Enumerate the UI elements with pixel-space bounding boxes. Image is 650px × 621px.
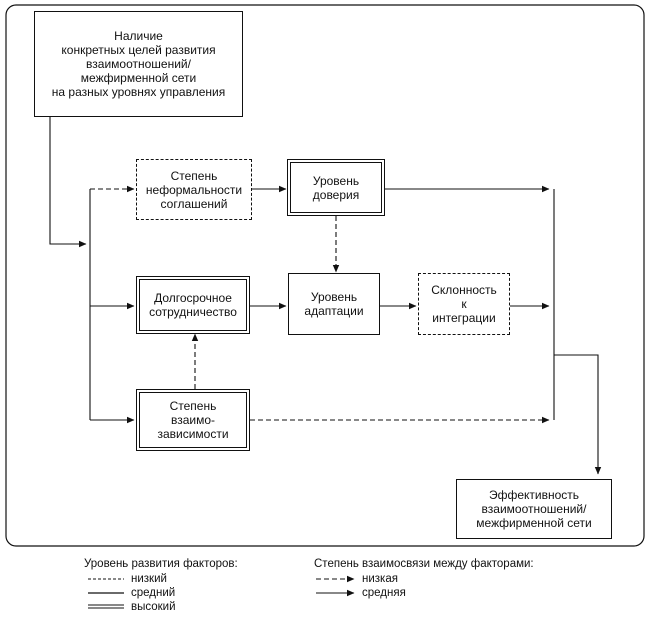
legend-levels-high: высокий xyxy=(131,601,176,613)
legend-links-medium: средняя xyxy=(362,587,406,599)
legend-links-low: низкая xyxy=(362,573,398,585)
node-interdependence: Степень взаимо- зависимости xyxy=(136,389,250,451)
node-longterm: Долгосрочное сотрудничество xyxy=(136,276,250,334)
node-trust: Уровень доверия xyxy=(287,159,385,216)
legend-levels-medium: средний xyxy=(131,587,176,599)
node-integration: Склонность к интеграции xyxy=(418,273,510,335)
link-collector-effectiveness xyxy=(554,354,602,475)
legend-links-title: Степень взаимосвязи между факторами: xyxy=(314,558,534,570)
node-goals: Наличие конкретных целей развития взаимо… xyxy=(34,11,243,117)
legend-levels-title: Уровень развития факторов: xyxy=(84,558,238,570)
node-adaptation: Уровень адаптации xyxy=(288,273,380,335)
node-effectiveness: Эффективность взаимоотношений/ межфирмен… xyxy=(456,479,612,539)
outer-frame xyxy=(5,4,645,547)
node-informality: Степень неформальности соглашений xyxy=(136,159,252,220)
legend-levels-low: низкий xyxy=(131,573,167,585)
link-goals-to-branch xyxy=(49,117,87,248)
